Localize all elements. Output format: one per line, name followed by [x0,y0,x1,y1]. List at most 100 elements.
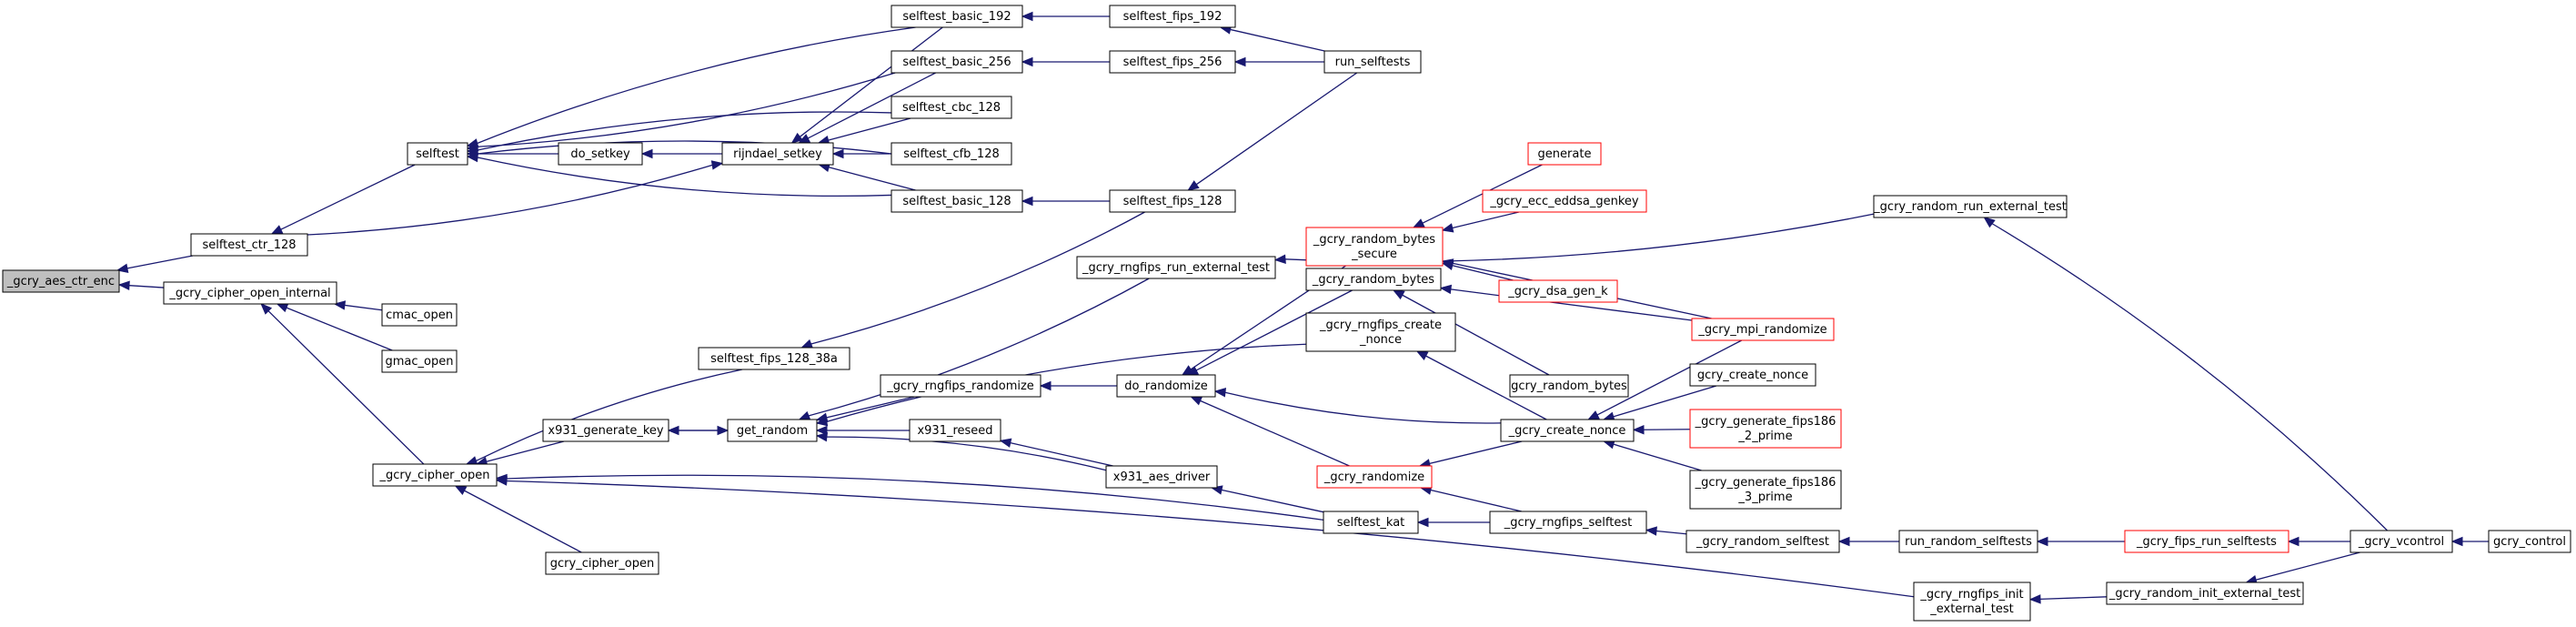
node-mgfips-selftest[interactable]: _gcry_rngfips_selftest [1489,511,1647,534]
node-selftest-basic-128[interactable]: selftest_basic_128 [891,189,1023,213]
node-box[interactable] [190,233,308,257]
node-box[interactable] [163,281,337,305]
node-selftest-kat[interactable]: selftest_kat [1323,511,1419,534]
node-random-bytes-u[interactable]: _gcry_random_bytes [1305,268,1442,291]
node-box[interactable] [1116,374,1216,398]
node-gcry-cipher-open-u[interactable]: _gcry_cipher_open [372,463,498,487]
node-box[interactable] [558,142,643,166]
node-mgfips-run-external-test[interactable]: _gcry_rngfips_run_external_test [1076,256,1276,279]
node-mgfips-create-nonce[interactable]: _gcry_rngfips_create_nonce [1305,312,1456,352]
node-box[interactable] [1305,312,1456,352]
node-box[interactable] [1689,363,1816,387]
node-box[interactable] [891,5,1023,28]
node-box[interactable] [381,349,458,373]
node-get-random[interactable]: get_random [727,419,818,442]
node-selftest-fips-128-38a[interactable]: selftest_fips_128_38a [698,347,850,370]
node-box[interactable] [1109,5,1236,28]
node-x931-generate-key[interactable]: x931_generate_key [542,419,669,442]
node-selftest-cfb-128[interactable]: selftest_cfb_128 [891,142,1012,166]
node-fips-run-selftests[interactable]: _gcry_fips_run_selftests [2124,530,2289,553]
node-selftest-cbc-128[interactable]: selftest_cbc_128 [891,96,1012,119]
node-random-init-external-test[interactable]: _gcry_random_init_external_test [2106,581,2304,605]
node-box[interactable] [880,374,1041,398]
node-box[interactable] [1109,50,1236,74]
node-box[interactable] [891,142,1012,166]
node-generate-fips186-2-prime[interactable]: _gcry_generate_fips186_2_prime [1689,409,1842,449]
node-cmac-open[interactable]: cmac_open [381,303,458,327]
node-create-nonce[interactable]: gcry_create_nonce [1689,363,1816,387]
node-gcry-cipher-open[interactable]: gcry_cipher_open [545,551,659,575]
node-box[interactable] [2124,530,2289,553]
node-box[interactable] [1527,142,1602,166]
node-box[interactable] [381,303,458,327]
node-selftest-ctr-128[interactable]: selftest_ctr_128 [190,233,308,257]
node-random-selftest[interactable]: _gcry_random_selftest [1685,530,1840,553]
node-box[interactable] [1689,409,1842,449]
node-x931-aes-driver[interactable]: x931_aes_driver [1105,465,1218,489]
node-box[interactable] [407,142,468,166]
node-selftest-basic-256[interactable]: selftest_basic_256 [891,50,1023,74]
node-box[interactable] [1898,530,2038,553]
node-box[interactable] [698,347,850,370]
node-selftest-fips-192[interactable]: selftest_fips_192 [1109,5,1236,28]
node-generate-fips186-3-prime[interactable]: _gcry_generate_fips186_3_prime [1689,470,1842,510]
node-generate[interactable]: generate [1527,142,1602,166]
node-root[interactable]: _gcry_aes_ctr_enc [2,269,120,293]
node-random-bytes[interactable]: gcry_random_bytes [1509,374,1629,398]
node-randomize[interactable]: _gcry_randomize [1316,465,1433,489]
node-box[interactable] [1109,189,1236,213]
node-rijndael-setkey[interactable]: rijndael_setkey [721,142,834,166]
node-ecc-eddsa-genkey[interactable]: _gcry_ecc_eddsa_genkey [1482,189,1647,213]
node-box[interactable] [2106,581,2304,605]
node-box[interactable] [1323,511,1419,534]
node-box[interactable] [1482,189,1647,213]
node-box[interactable] [1913,581,2031,622]
node-box[interactable] [542,419,669,442]
node-box[interactable] [545,551,659,575]
node-box[interactable] [1105,465,1218,489]
node-dsa-gen-k[interactable]: _gcry_dsa_gen_k [1498,279,1618,303]
node-box[interactable] [1691,318,1835,341]
node-box[interactable] [1509,374,1629,398]
node-run-selftests[interactable]: run_selftests [1323,50,1422,74]
node-box[interactable] [727,419,818,442]
node-selftest-fips-128[interactable]: selftest_fips_128 [1109,189,1236,213]
node-mpi-randomize[interactable]: _gcry_mpi_randomize [1691,318,1835,341]
node-box[interactable] [1316,465,1433,489]
node-box[interactable] [1500,419,1635,442]
node-random-bytes-secure[interactable]: _gcry_random_bytes_secure [1305,227,1444,267]
node-random-run-external-test[interactable]: _gcry_random_run_external_test [1873,195,2068,218]
node-selftest[interactable]: selftest [407,142,468,166]
node-box[interactable] [891,96,1012,119]
node-create-nonce-u[interactable]: _gcry_create_nonce [1500,419,1635,442]
node-box[interactable] [2488,530,2571,553]
node-box[interactable] [1689,470,1842,510]
node-box[interactable] [1305,268,1442,291]
node-mgfips-randomize[interactable]: _gcry_rngfips_randomize [880,374,1041,398]
node-box[interactable] [1489,511,1647,534]
node-box[interactable] [721,142,834,166]
node-box[interactable] [909,419,1001,442]
node-box[interactable] [1498,279,1618,303]
node-box[interactable] [1873,195,2068,218]
node-do-randomize[interactable]: do_randomize [1116,374,1216,398]
node-gmac-open[interactable]: gmac_open [381,349,458,373]
node-selftest-basic-192[interactable]: selftest_basic_192 [891,5,1023,28]
node-box[interactable] [372,463,498,487]
node-box[interactable] [2,269,120,293]
node-mgfips-init-external-test[interactable]: _gcry_rngfips_init_external_test [1913,581,2031,622]
node-x931-reseed[interactable]: x931_reseed [909,419,1001,442]
node-box[interactable] [1305,227,1444,267]
node-box[interactable] [2350,530,2453,553]
node-gcry-vcontrol[interactable]: _gcry_vcontrol [2350,530,2453,553]
node-box[interactable] [1323,50,1422,74]
node-box[interactable] [891,50,1023,74]
node-box[interactable] [891,189,1023,213]
node-box[interactable] [1076,256,1276,279]
node-box[interactable] [1685,530,1840,553]
node-gcry-control[interactable]: gcry_control [2488,530,2571,553]
node-do-setkey[interactable]: do_setkey [558,142,643,166]
node-selftest-fips-256[interactable]: selftest_fips_256 [1109,50,1236,74]
node-cipher-open-internal[interactable]: _gcry_cipher_open_internal [163,281,337,305]
node-run-random-selftests[interactable]: run_random_selftests [1898,530,2038,553]
